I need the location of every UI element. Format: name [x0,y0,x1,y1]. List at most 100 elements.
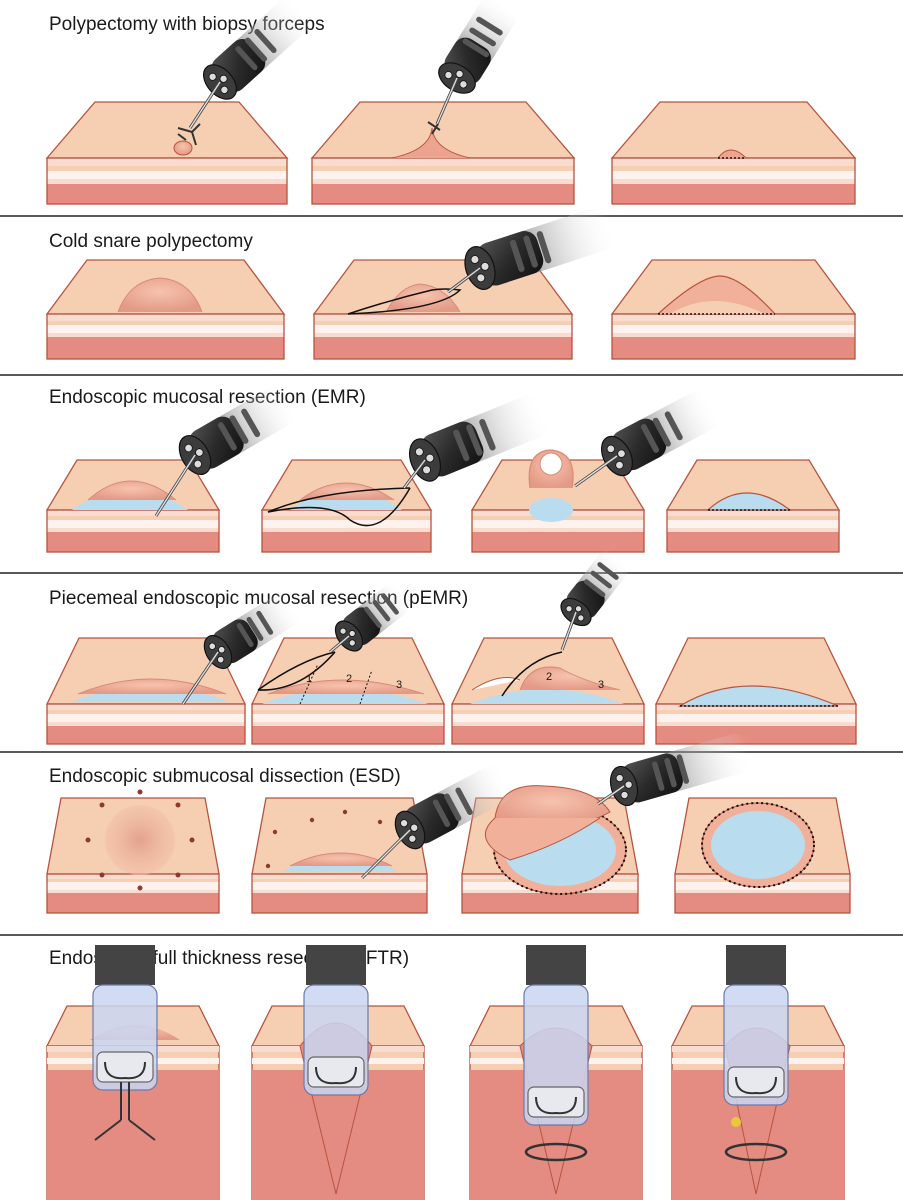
block-pemr-1-layer [47,710,245,714]
block-forceps-3-layer [612,171,855,179]
scope-pemr-2-rib [363,606,382,629]
scope-snare-2-rib [523,235,538,268]
eftr-4-clip-jaw [735,1076,777,1095]
eftr-2-clip-jaw [315,1066,357,1085]
scope-esd-3-rib [664,757,677,788]
scope-emr-2-rib [479,419,496,451]
scope-snare-2-rib [536,231,552,264]
scope-emr-3-rib [664,411,683,441]
scope-esd-2-channel [410,823,419,832]
scope-pemr-3-rib [597,562,619,580]
block-esd-2-frame [251,873,428,914]
scope-pemr-1-rib [236,623,254,648]
block-pemr-1-frame [46,703,246,745]
block-pemr-3-layer [452,710,644,714]
eftr-3-scope [526,945,586,985]
eftr-3-clip [527,1086,585,1118]
scope-emr-2-rib [466,424,483,456]
block-emr-3-layer [472,528,644,532]
block-esd-2-layer [252,890,427,893]
scope-esd-2-rib [444,793,462,822]
scope-pemr-3-channel [565,605,573,613]
pemr-mark-1a: 1 [306,673,312,685]
scope-esd-3-shaft-highlight [597,785,625,805]
block-snare-2-layer [314,325,572,333]
block-forceps-1-layer [47,184,287,204]
block-forceps-2 [310,101,576,205]
block-snare-1-frame [46,313,285,360]
scope-emr-2-shaft-highlight [403,459,426,489]
block-pemr-4-layer [656,714,856,722]
scope-pemr-1-channel [217,656,225,664]
scope-emr-1-rib [229,415,249,444]
scope-forceps-2 [438,0,518,94]
block-snare-3-layer [612,337,855,359]
block-snare-2-layer [314,333,572,337]
block-pemr-2-layer [252,710,444,714]
block-pemr-2-layer [252,714,444,722]
block-emr-4 [665,459,841,553]
block-forceps-1-layer [47,171,287,179]
block-forceps-1-frame [46,157,288,205]
block-forceps-1-layer [47,179,287,184]
scope-pemr-3-rib [590,570,613,589]
scope-esd-2-rib [432,799,451,828]
section-title-esd: Endoscopic submucosal dissection (ESD) [49,766,401,787]
scope-pemr-1-rib [256,610,274,635]
block-forceps-3-layer [612,179,855,184]
block-esd-2-layer [252,882,427,890]
scope-forceps-1-rib [235,46,258,71]
scope-emr-1-shaft-highlight [155,454,196,517]
scope-emr-3 [600,390,720,477]
block-forceps-1 [45,101,289,205]
block-emr-2-layer [262,520,431,528]
scope-emr-1-channel [195,448,204,457]
scope-emr-1 [178,386,297,475]
block-emr-3-layer [472,520,644,528]
block-forceps-1-layer [47,166,287,171]
block-forceps-3-layer [612,184,855,204]
scope-emr-3-channel [606,444,615,454]
scope-emr-2-channel [425,453,435,463]
esd-panels [85,785,815,895]
scope-esd-3-rib [676,754,690,784]
scope-emr-2-rib [453,429,470,462]
block-pemr-1-layer [47,722,245,726]
section-title-cold-snare: Cold snare polypectomy [49,231,253,252]
eftr-panels [45,945,846,1200]
scope-pemr-2-rib [372,599,391,622]
eftr-2-clip [307,1056,365,1088]
scope-esd-3-channel [624,780,633,789]
block-snare-2-frame [313,313,573,360]
block-forceps-2-layer [312,171,574,179]
block-forceps-3-layer [612,158,855,166]
scope-snare-2-rib [509,239,525,272]
scope-forceps-1 [202,0,311,100]
scope-pemr-3-channel [577,614,585,622]
scope-esd-2-channel [408,834,417,843]
scope-pemr-1-channel [218,646,226,654]
block-esd-1-layer [47,893,219,913]
block-snare-1-layer [47,337,284,359]
section-title-emr: Endoscopic mucosal resection (EMR) [49,387,366,408]
scope-pemr-3-shaft-highlight [561,611,577,651]
block-emr-1-layer [47,528,219,532]
block-esd-1-layer [47,874,219,879]
scope-snare-2-channel [476,273,486,283]
scope-forceps-1-rib [244,37,268,62]
eftr-block-1-layer [47,1070,219,1200]
block-esd-2-layer [252,874,427,879]
scope-forceps-1-channel [208,72,217,81]
scope-forceps-2-channel [459,80,468,89]
forceps-jaws-closed-icon [427,121,441,135]
block-pemr-4-layer [656,704,856,710]
pemr-mark-3a: 3 [396,679,402,691]
block-snare-2-layer [314,321,572,325]
scope-forceps-1-channel [220,85,229,94]
block-emr-4-layer [667,532,839,552]
block-snare-3-layer [612,333,855,337]
block-emr-2-layer [262,510,431,516]
cold-snare-panels [117,275,776,315]
block-snare-3-layer [612,314,855,321]
